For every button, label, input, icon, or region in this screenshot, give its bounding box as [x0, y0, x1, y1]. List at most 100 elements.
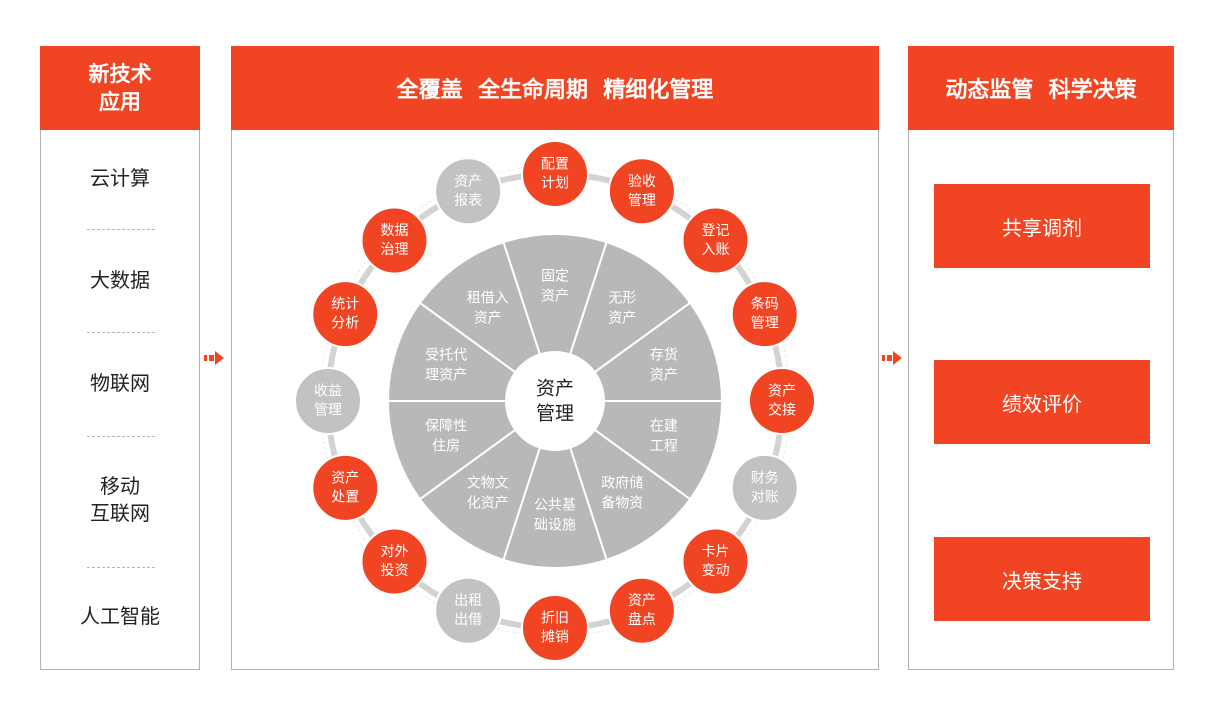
lifecycle-node	[360, 527, 429, 596]
tech-item-iot: 物联网	[41, 370, 199, 397]
asset-sector	[553, 240, 692, 404]
lifecycle-node-label: 计划	[541, 176, 569, 192]
asset-sector	[502, 232, 608, 405]
tech-panel-header: 新技术 应用	[40, 46, 200, 130]
lifecycle-node-label: 登记	[702, 223, 730, 239]
asset-sector-label: 政府储	[601, 476, 643, 492]
asset-sector-label: 文物文	[467, 476, 509, 492]
asset-sector-label: 保障性	[425, 418, 467, 434]
lifecycle-node-label: 出借	[454, 612, 482, 628]
asset-sector	[418, 398, 557, 562]
asset-sector-label: 化资产	[467, 496, 509, 512]
lifecycle-node	[748, 367, 816, 435]
asset-sector-label: 公共基	[534, 497, 576, 514]
lifecycle-node-label: 财务	[751, 470, 779, 486]
tech-item-cloud: 云计算	[41, 165, 199, 192]
asset-sector-label: 住房	[432, 438, 460, 454]
lifecycle-node-label: 治理	[380, 242, 408, 258]
box-label: 决策支持	[1002, 568, 1082, 593]
tech-item-label: 大数据	[90, 268, 150, 292]
lifecycle-node	[311, 453, 380, 522]
lifecycle-node-label: 对账	[751, 489, 779, 505]
lifecycle-node	[681, 527, 750, 596]
lifecycle-node-label: 管理	[628, 193, 656, 209]
tech-item-mobile-internet: 移动 互联网	[41, 473, 199, 527]
dashed-divider	[87, 436, 155, 437]
arrow-right-icon	[204, 351, 224, 365]
lifecycle-node-label: 报表	[454, 193, 482, 209]
lifecycle-node-label: 资产	[768, 384, 796, 400]
box-label: 绩效评价	[1002, 391, 1082, 416]
asset-sector-label: 固定	[541, 269, 569, 285]
lifecycle-node-label: 资产	[454, 174, 482, 190]
asset-sector	[418, 240, 557, 404]
decision-panel: 动态监管 科学决策 共享调剂 绩效评价 决策支持	[908, 46, 1174, 670]
lifecycle-node-label: 处置	[331, 489, 359, 505]
tech-item-label: 人工智能	[80, 604, 160, 628]
decision-panel-header: 动态监管 科学决策	[908, 46, 1174, 130]
lifecycle-node	[521, 140, 589, 208]
lifecycle-node	[434, 576, 503, 645]
box-decision-support: 决策支持	[934, 537, 1150, 621]
asset-sector-label: 理资产	[425, 368, 467, 384]
lifecycle-node	[681, 206, 750, 275]
tech-item-ai: 人工智能	[41, 603, 199, 630]
lifecycle-node-label: 资产	[331, 470, 359, 486]
lifecycle-node-label: 验收	[628, 174, 656, 190]
asset-sector-label: 资产	[474, 310, 502, 326]
lifecycle-node-label: 数据	[380, 223, 408, 239]
tech-item-label: 云计算	[90, 166, 150, 190]
box-performance-evaluation: 绩效评价	[934, 360, 1150, 444]
lifecycle-node-label: 条码	[751, 296, 779, 313]
asset-sector-label: 资产	[650, 368, 678, 384]
hub-label: 资产	[536, 378, 574, 400]
tech-item-label: 互联网	[90, 501, 150, 525]
lifecycle-node	[730, 280, 799, 349]
lifecycle-node-label: 盘点	[628, 611, 656, 628]
tech-panel-title-line2: 应用	[99, 90, 141, 114]
lifecycle-node-label: 管理	[314, 403, 342, 419]
lifecycle-node	[521, 594, 589, 662]
lifecycle-node-label: 投资	[380, 563, 408, 579]
asset-sector-label: 租借入	[467, 290, 509, 306]
asset-sector-label: 存货	[650, 347, 678, 364]
lifecycle-node	[311, 280, 380, 349]
asset-panel-header: 全覆盖 全生命周期 精细化管理	[231, 46, 879, 130]
lifecycle-node-label: 变动	[702, 563, 730, 579]
lifecycle-node	[730, 453, 799, 522]
lifecycle-node	[294, 367, 362, 435]
lifecycle-node-label: 资产	[628, 593, 656, 609]
lifecycle-node-label: 交接	[768, 402, 796, 419]
lifecycle-node	[607, 576, 676, 645]
lifecycle-node-label: 分析	[331, 316, 359, 332]
lifecycle-node-label: 统计	[331, 297, 359, 313]
tech-panel-title-line1: 新技术	[88, 62, 152, 86]
arrow-right-icon	[882, 351, 902, 365]
tech-item-label: 移动	[100, 474, 140, 498]
asset-sector	[553, 398, 692, 562]
lifecycle-node-label: 卡片	[702, 544, 730, 560]
asset-sector-label: 无形	[608, 290, 636, 306]
dashed-divider	[87, 229, 155, 230]
asset-sector-label: 工程	[650, 438, 678, 454]
asset-sector	[502, 397, 608, 570]
dashed-divider	[87, 332, 155, 333]
tech-item-label: 物联网	[90, 371, 150, 395]
asset-sector-label: 资产	[608, 310, 636, 326]
asset-management-hub	[505, 351, 605, 451]
box-sharing-allocation: 共享调剂	[934, 184, 1150, 268]
dashed-divider	[87, 567, 155, 568]
decision-panel-title: 动态监管 科学决策	[945, 78, 1137, 103]
asset-sector-label: 资产	[541, 289, 569, 305]
lifecycle-node	[434, 157, 503, 226]
tech-panel: 新技术 应用 云计算 大数据 物联网 移动 互联网 人工智能	[40, 46, 200, 670]
lifecycle-node	[607, 157, 676, 226]
box-label: 共享调剂	[1002, 215, 1082, 240]
asset-sector-label: 备物资	[601, 495, 643, 512]
lifecycle-node-label: 入账	[702, 242, 730, 258]
lifecycle-node	[360, 206, 429, 275]
asset-sector-label: 受托代	[425, 348, 467, 364]
lifecycle-node-label: 配置	[541, 157, 569, 173]
lifecycle-node-label: 摊销	[541, 630, 569, 646]
